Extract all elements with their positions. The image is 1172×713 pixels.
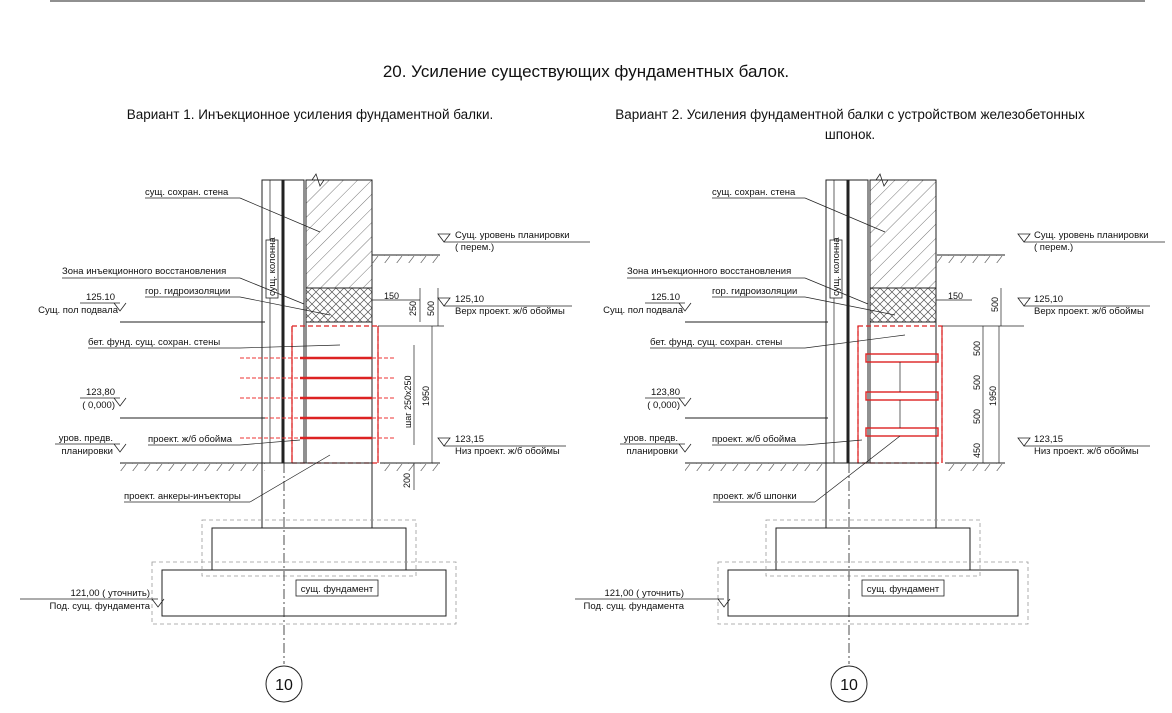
wall-label: сущ. сохран. стена <box>145 187 229 198</box>
beam-label: бет. фунд. сущ. сохран. стены <box>88 337 220 348</box>
column-label-box <box>265 239 279 299</box>
pedestal <box>261 462 373 529</box>
ground-hatch <box>372 255 440 263</box>
floor-note: Сущ. пол подвала <box>603 305 684 316</box>
variant1-drawing: сущ. колонна сущ. фундамент <box>20 173 590 703</box>
found-level: 121,00 ( уточнить) <box>604 588 684 599</box>
keys-label: проект. ж/б шпонки <box>713 491 797 502</box>
top-level: 125,10 <box>1034 294 1063 305</box>
wall <box>869 179 937 289</box>
cage-label: проект. ж/б обойма <box>148 434 233 445</box>
floor-level: 125.10 <box>86 292 115 303</box>
hydro-label: гор. гидроизоляции <box>145 286 230 297</box>
rc-keys <box>865 353 939 437</box>
floor-level: 125.10 <box>651 292 680 303</box>
top-note: Верх проект. ж/б обоймы <box>455 306 565 317</box>
hydro-label: гор. гидроизоляции <box>712 286 797 297</box>
column-label: сущ. колонна <box>267 237 278 296</box>
plan-hatch-right <box>380 463 440 471</box>
dim-1950: 1950 <box>421 386 431 406</box>
variant1-title: Вариант 1. Инъекционное усиления фундаме… <box>126 107 494 122</box>
ground-note: ( перем.) <box>1034 242 1073 253</box>
dim-1950: 1950 <box>988 386 998 406</box>
top-note: Верх проект. ж/б обоймы <box>1034 306 1144 317</box>
foundation-label: сущ. фундамент <box>301 584 374 595</box>
variant2-title-line2: шпонок. <box>824 127 876 142</box>
foundation-label-box <box>295 579 379 597</box>
plan-note-1: уров. предв. <box>624 433 678 444</box>
zero-note: ( 0,000) <box>82 400 115 411</box>
variant2-drawing: сущ. колонна сущ. фундамент 10 сущ. сохр… <box>575 173 1165 703</box>
found-level: 121,00 ( уточнить) <box>70 588 150 599</box>
axis-label: 10 <box>275 677 293 694</box>
dim-k2: 500 <box>972 375 982 390</box>
dim-250: 250 <box>408 301 418 316</box>
dim-150: 150 <box>948 291 963 301</box>
bottom-note: Низ проект. ж/б обоймы <box>455 446 560 457</box>
step-label: шаг 250х250 <box>403 375 413 428</box>
footing <box>161 569 447 617</box>
footing-upper <box>211 527 407 571</box>
floor-note: Сущ. пол подвала <box>38 305 119 316</box>
dim-k3: 500 <box>972 409 982 424</box>
zero-note: ( 0,000) <box>647 400 680 411</box>
zero-level: 123,80 <box>86 387 115 398</box>
variant2-title-line1: Вариант 2. Усиления фундаментной балки с… <box>615 107 1085 122</box>
bottom-level: 123,15 <box>1034 434 1063 445</box>
plan-hatch <box>120 463 265 471</box>
sheet-title: 20. Усиление существующих фундаментных б… <box>382 62 790 81</box>
zero-level: 123,80 <box>651 387 680 398</box>
cage-label: проект. ж/б обойма <box>712 434 797 445</box>
dim-500a: 500 <box>990 297 1000 312</box>
anchors-label: проект. анкеры-инъекторы <box>124 491 241 502</box>
ground-level: Сущ. уровень планировки <box>455 230 570 241</box>
dim-200: 200 <box>402 473 412 488</box>
found-note: Под. сущ. фундамента <box>584 601 685 612</box>
plan-note-2: планировки <box>626 446 678 457</box>
bottom-level: 123,15 <box>455 434 484 445</box>
plan-note-1: уров. предв. <box>59 433 113 444</box>
dim-150: 150 <box>384 291 399 301</box>
found-note: Под. сущ. фундамента <box>50 601 151 612</box>
axis-bubble <box>830 665 868 703</box>
bottom-note: Низ проект. ж/б обоймы <box>1034 446 1139 457</box>
column-label: сущ. колонна <box>831 237 842 296</box>
variant2-title: Вариант 2. Усиления фундаментной балки с… <box>590 105 1110 145</box>
foundation-beam <box>305 321 373 464</box>
dim-500: 500 <box>426 301 436 316</box>
rc-cage <box>291 325 379 464</box>
dim-k1: 500 <box>972 341 982 356</box>
rc-cage <box>857 325 943 464</box>
plan-note-2: планировки <box>61 446 113 457</box>
axis-bubble <box>265 665 303 703</box>
wall <box>305 179 373 289</box>
zone-label: Зона инъекционного восстановления <box>62 266 226 277</box>
hydro-zone <box>305 287 373 323</box>
dim-k4: 450 <box>972 443 982 458</box>
zone-label: Зона инъекционного восстановления <box>627 266 791 277</box>
beam-label: бет. фунд. сущ. сохран. стены <box>650 337 782 348</box>
ground-level: Сущ. уровень планировки <box>1034 230 1149 241</box>
ground-note: ( перем.) <box>455 242 494 253</box>
wall-label: сущ. сохран. стена <box>712 187 796 198</box>
foundation-label: сущ. фундамент <box>867 584 940 595</box>
axis-label: 10 <box>840 677 858 694</box>
top-level: 125,10 <box>455 294 484 305</box>
injector-anchors <box>240 356 395 440</box>
